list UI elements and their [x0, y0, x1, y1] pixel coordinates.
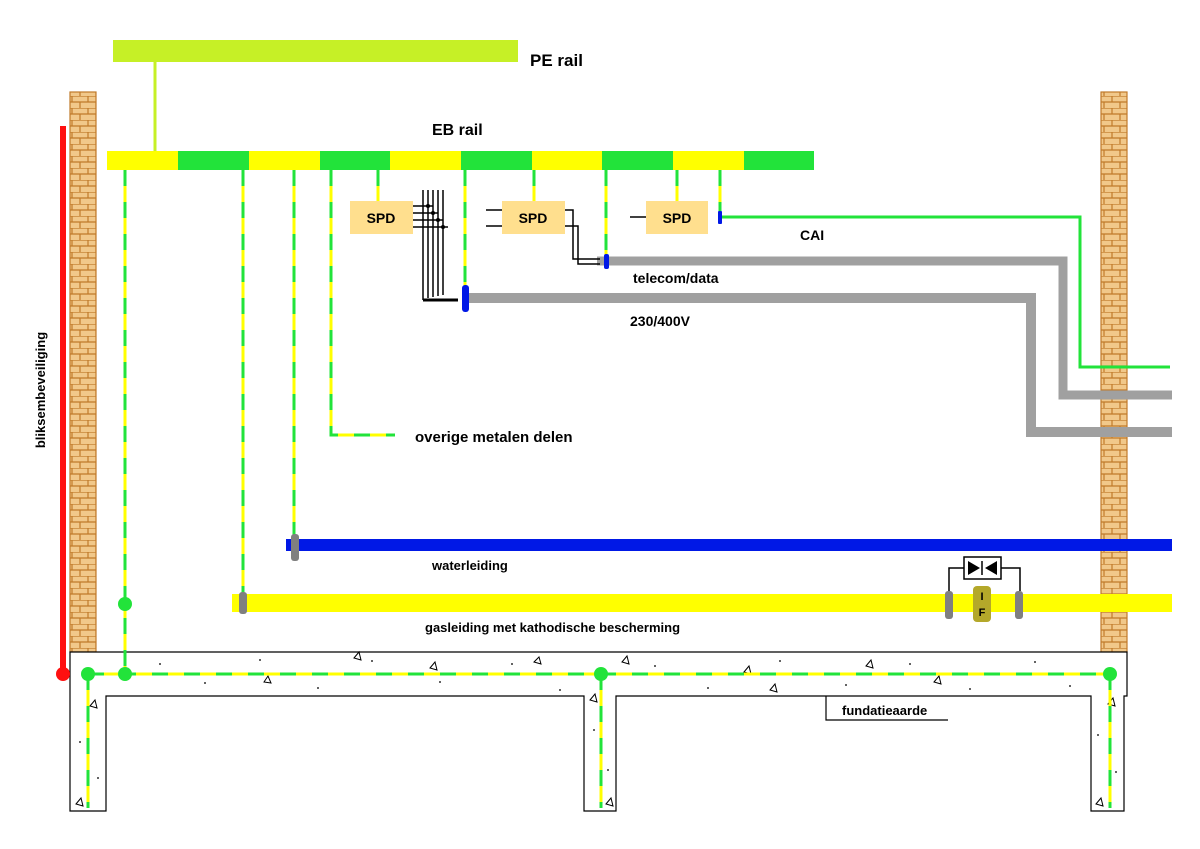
water-label: waterleiding [431, 558, 508, 573]
lightning-ground-node [56, 667, 70, 681]
spd-power: SPD [350, 190, 458, 302]
spark-gap [948, 556, 1021, 591]
spd-telecom-label: SPD [519, 210, 548, 226]
foundation [69, 650, 1128, 812]
spd-cai: SPD [630, 201, 708, 234]
clamps [239, 211, 1023, 619]
left-brick-wall [69, 91, 97, 653]
spd-cai-label: SPD [663, 210, 692, 226]
insulating-fitting: I F [973, 586, 991, 622]
foundation-label: fundatieaarde [842, 703, 927, 718]
svg-text:I: I [980, 591, 983, 603]
power-label: 230/400V [630, 313, 691, 329]
svg-text:F: F [979, 607, 986, 619]
lightning-label: bliksembeveiliging [33, 332, 48, 448]
ground-nodes [81, 597, 1117, 681]
metal-parts-label: overige metalen delen [415, 429, 573, 446]
spd-telecom: SPD [486, 201, 600, 265]
cai-label: CAI [800, 227, 824, 243]
pe-rail-label: PE rail [530, 51, 583, 70]
bonding-conductors [86, 170, 1112, 808]
cai-cable [720, 215, 1170, 369]
telecom-label: telecom/data [633, 270, 719, 286]
pe-rail [113, 40, 518, 62]
eb-rail-label: EB rail [432, 122, 483, 139]
foundation-label-leader [825, 696, 948, 721]
telecom-cable [597, 256, 1172, 400]
spd-power-label: SPD [367, 210, 396, 226]
power-cable [465, 293, 1172, 437]
right-brick-wall [1100, 91, 1128, 653]
eb-rail [107, 151, 814, 170]
gas-label: gasleiding met kathodische bescherming [425, 620, 680, 635]
